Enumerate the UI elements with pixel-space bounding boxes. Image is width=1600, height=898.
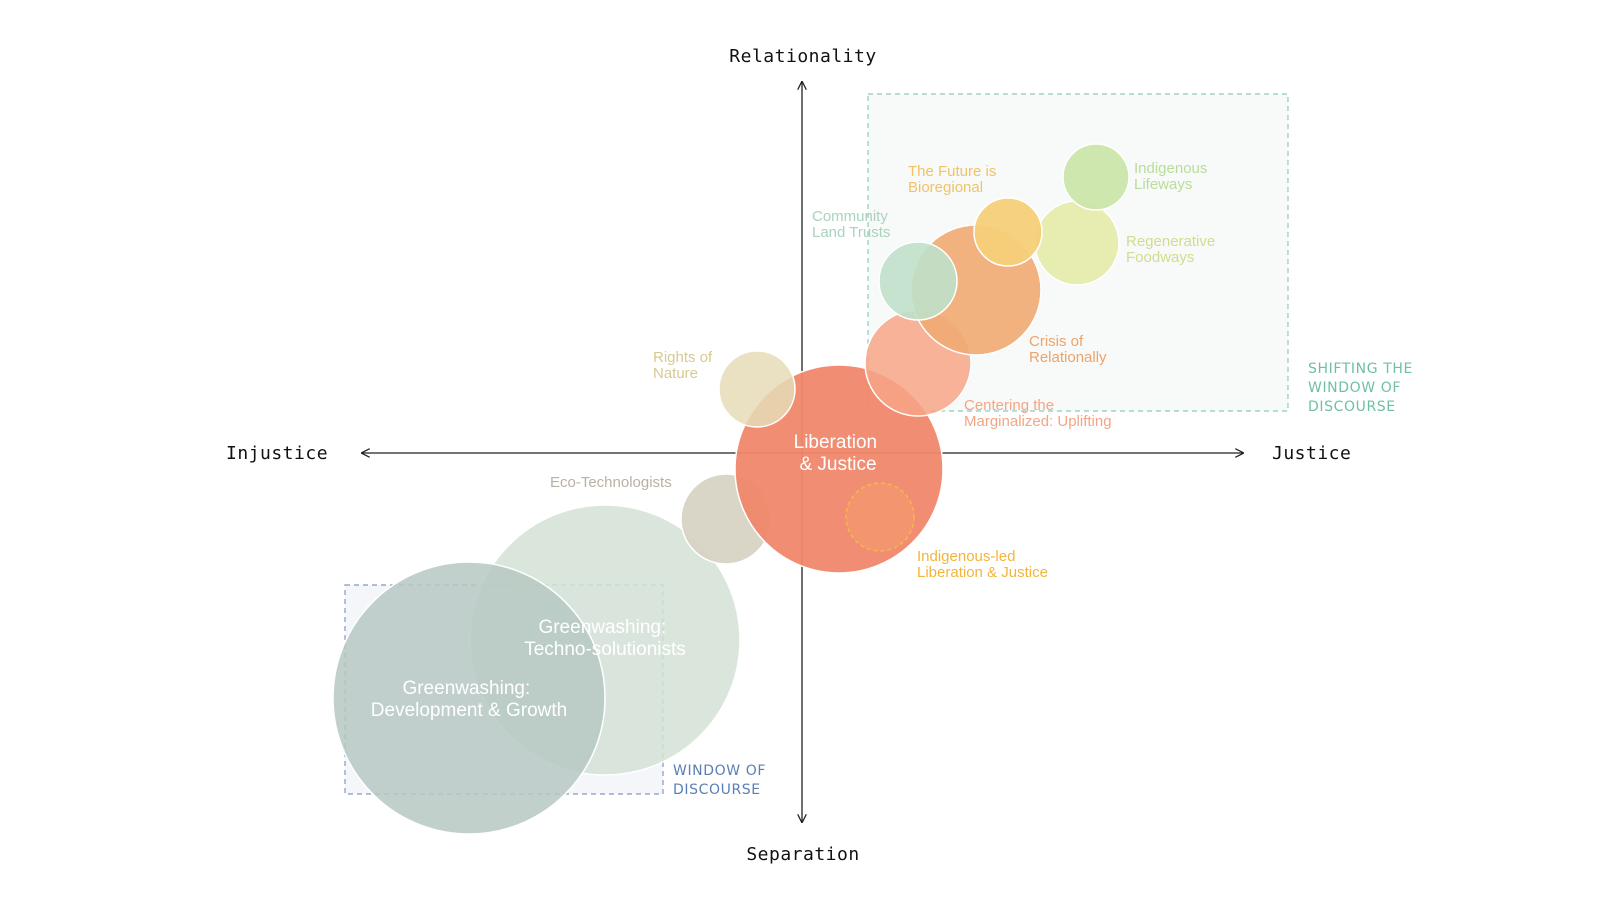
- axis-label-right: Justice: [1272, 443, 1351, 464]
- label-eco-technologists: Eco-Technologists: [550, 474, 672, 491]
- label-crisis-relationality: Crisis of Relationally: [1029, 333, 1107, 366]
- axis-label-top: Relationality: [729, 46, 876, 67]
- bubble-regenerative-foodways: [1034, 200, 1120, 286]
- axis-label-left: Injustice: [226, 443, 328, 464]
- label-centering-marginalized: Centering the Marginalized: Uplifting: [964, 397, 1112, 430]
- label-shifting-window: SHIFTING THE WINDOW OF DISCOURSE: [1308, 361, 1418, 415]
- label-indigenous-led: Indigenous-led Liberation & Justice: [917, 548, 1048, 581]
- label-community-land-trusts: Community Land Trusts: [812, 208, 892, 241]
- bubble-community-land-trusts: [878, 241, 958, 321]
- bubble-liberation-justice: [734, 364, 944, 574]
- label-indigenous-lifeways: Indigenous Lifeways: [1134, 160, 1212, 193]
- label-current-window: WINDOW OF DISCOURSE: [673, 763, 771, 798]
- label-rights-of-nature: Rights of Nature: [653, 349, 716, 382]
- label-greenwashing-development: Greenwashing: Development & Growth: [371, 678, 567, 721]
- bubble-indigenous-lifeways: [1062, 143, 1130, 211]
- bubble-indigenous-led: [845, 482, 915, 552]
- label-liberation-justice: Liberation & Justice: [794, 432, 883, 475]
- bubble-greenwashing-development: [332, 561, 606, 835]
- label-future-bioregional: The Future is Bioregional: [908, 163, 1001, 196]
- bubble-future-bioregional: [973, 197, 1043, 267]
- axis-label-bottom: Separation: [746, 844, 859, 865]
- label-regenerative-foodways: Regenerative Foodways: [1126, 233, 1219, 266]
- label-greenwashing-techno: Greenwashing: Techno-solutionists: [524, 617, 686, 660]
- bubble-rights-of-nature: [718, 350, 796, 428]
